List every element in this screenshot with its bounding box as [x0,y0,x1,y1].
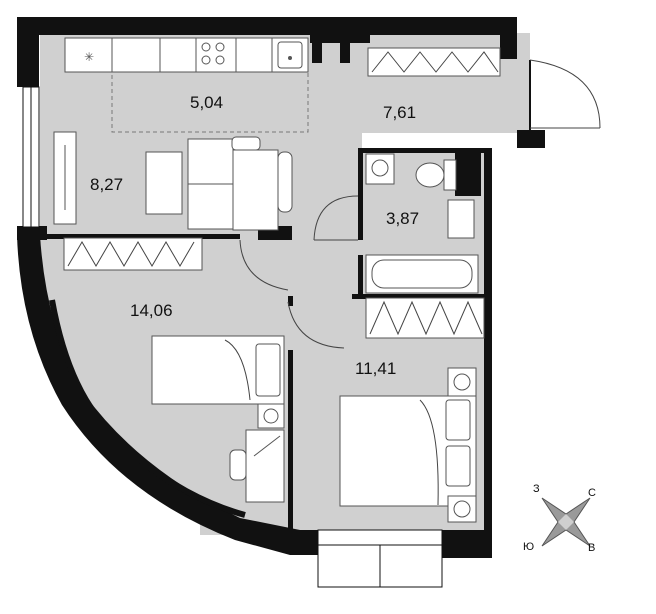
desk [229,429,285,503]
area-label-living: 8,27 [90,175,123,194]
bedroom-large-wardrobe [63,237,203,271]
living-furniture [53,131,183,225]
area-label-bedroom-small: 11,41 [355,359,396,378]
compass-rose: З С Ю В [523,483,596,554]
kitchen-counter: ✳ [64,37,309,73]
bedroom-large-bed [151,335,285,429]
kitchen-zone-outline [111,40,309,133]
bathroom-fixtures [365,153,479,294]
hallway-wardrobe [367,47,501,77]
bedroom-small-wardrobe [365,297,485,339]
compass-east-label: В [588,542,595,554]
entrance-door[interactable] [529,59,601,130]
area-label-kitchen: 5,04 [190,93,223,112]
svg-text:✳: ✳ [84,50,94,64]
compass-west-label: З [533,483,540,495]
bedroom-small-bed [339,367,477,523]
area-label-bathroom: 3,87 [386,209,419,228]
compass-south-label: Ю [523,541,534,553]
windows [22,86,443,588]
walls [17,17,545,558]
interior-doors [239,195,359,349]
area-label-bedroom-large: 14,06 [130,301,173,320]
area-label-hallway: 7,61 [383,103,416,122]
dining-table [187,136,293,231]
compass-north-label: С [588,487,596,499]
